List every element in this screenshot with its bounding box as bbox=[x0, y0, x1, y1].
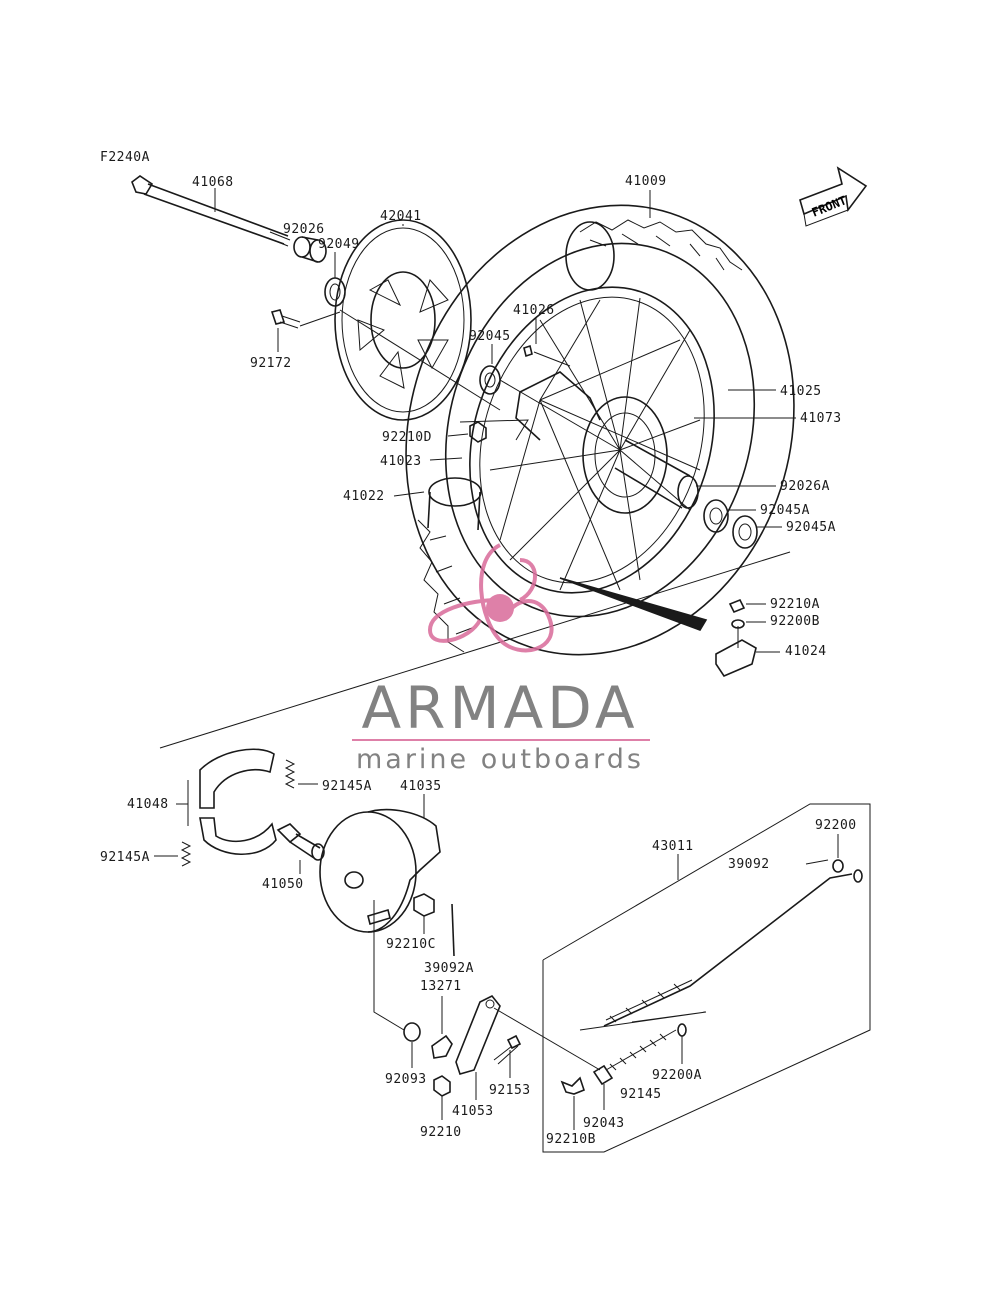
sprocket-nut bbox=[469, 421, 487, 443]
return-spring bbox=[605, 1029, 677, 1071]
label-41023: 41023 bbox=[380, 454, 422, 469]
lever-nut bbox=[433, 1075, 451, 1097]
front-label: FRONT bbox=[810, 193, 849, 220]
brake-shoes bbox=[199, 748, 277, 856]
cotter-pin bbox=[451, 903, 455, 957]
label-92145A-2: 92145A bbox=[100, 850, 150, 865]
hub-bearing bbox=[479, 365, 501, 395]
label-92210D: 92210D bbox=[382, 430, 432, 445]
label-92045A-1: 92045A bbox=[760, 503, 810, 518]
label-92026A: 92026A bbox=[780, 479, 830, 494]
cable-assembly-box bbox=[542, 803, 871, 1153]
label-41009: 41009 bbox=[625, 174, 667, 189]
brake-cable bbox=[603, 869, 863, 1027]
hub bbox=[515, 371, 699, 514]
wear-indicator bbox=[431, 1034, 453, 1059]
spring-washer bbox=[677, 1023, 687, 1037]
label-39092A: 39092A bbox=[424, 961, 474, 976]
label-92049: 92049 bbox=[318, 237, 360, 252]
figure-code: F2240A bbox=[100, 150, 150, 165]
label-41053: 41053 bbox=[452, 1104, 494, 1119]
brand-tagline: marine outboards bbox=[356, 744, 644, 775]
label-92026: 92026 bbox=[283, 222, 325, 237]
label-41025: 41025 bbox=[780, 384, 822, 399]
rim bbox=[469, 286, 715, 594]
label-92172: 92172 bbox=[250, 356, 292, 371]
cable-joint bbox=[592, 1064, 614, 1086]
oil-seal bbox=[324, 277, 346, 307]
label-92145A-1: 92145A bbox=[322, 779, 372, 794]
label-13271: 13271 bbox=[420, 979, 462, 994]
label-92045A-2: 92045A bbox=[786, 520, 836, 535]
label-43011: 43011 bbox=[652, 839, 694, 854]
label-92200A: 92200A bbox=[652, 1068, 702, 1083]
brake-lever bbox=[455, 994, 501, 1075]
label-39092: 39092 bbox=[728, 857, 770, 872]
label-41050: 41050 bbox=[262, 877, 304, 892]
cable-pin bbox=[805, 859, 829, 865]
label-92145: 92145 bbox=[620, 1087, 662, 1102]
label-92043: 92043 bbox=[583, 1116, 625, 1131]
label-41048: 41048 bbox=[127, 797, 169, 812]
bolt bbox=[270, 309, 301, 329]
cable-washer bbox=[832, 859, 844, 873]
label-92153: 92153 bbox=[489, 1083, 531, 1098]
label-92200B: 92200B bbox=[770, 614, 820, 629]
label-92200: 92200 bbox=[815, 818, 857, 833]
anchor-swirl-icon bbox=[427, 543, 554, 653]
tire bbox=[405, 204, 795, 656]
label-92093: 92093 bbox=[385, 1072, 427, 1087]
lever-bolt bbox=[493, 1034, 522, 1065]
axle bbox=[131, 175, 291, 247]
label-41026: 41026 bbox=[513, 303, 555, 318]
spokes bbox=[489, 297, 701, 591]
bearing bbox=[703, 499, 758, 549]
front-arrow-icon: FRONT bbox=[799, 166, 868, 227]
label-92210A: 92210A bbox=[770, 597, 820, 612]
panel-nut bbox=[413, 893, 435, 917]
brand-name: ARMADA bbox=[361, 674, 638, 742]
brake-cam bbox=[276, 823, 325, 861]
label-92210B: 92210B bbox=[546, 1132, 596, 1147]
spacer bbox=[293, 236, 327, 263]
label-42041: 42041 bbox=[380, 209, 422, 224]
armada-logo: ARMADA marine outboards bbox=[352, 543, 650, 775]
brake-panel bbox=[319, 808, 441, 933]
label-41068: 41068 bbox=[192, 175, 234, 190]
label-41035: 41035 bbox=[400, 779, 442, 794]
label-41022: 41022 bbox=[343, 489, 385, 504]
label-41024: 41024 bbox=[785, 644, 827, 659]
wing-nut bbox=[560, 1076, 585, 1095]
valve-stem bbox=[523, 344, 533, 358]
rim-lock bbox=[715, 598, 757, 677]
label-92210: 92210 bbox=[420, 1125, 462, 1140]
label-92210C: 92210C bbox=[386, 937, 436, 952]
label-92045: 92045 bbox=[469, 329, 511, 344]
cam-seal bbox=[403, 1022, 421, 1042]
label-41073: 41073 bbox=[800, 411, 842, 426]
spring bbox=[180, 759, 296, 867]
